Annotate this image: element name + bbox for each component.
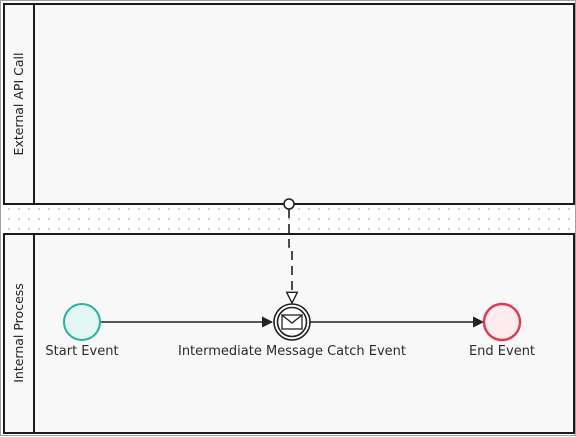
intermediate-event-label: Intermediate Message Catch Event	[178, 344, 406, 359]
end-event[interactable]: End Event	[469, 302, 535, 359]
end-event-label: End Event	[469, 344, 535, 359]
envelope-icon	[281, 314, 303, 330]
start-event-circle[interactable]	[63, 303, 101, 341]
pool-external-label: External API Call	[11, 53, 26, 156]
pool-external-box[interactable]	[3, 3, 575, 205]
start-event-label: Start Event	[45, 344, 118, 359]
intermediate-message-catch-event[interactable]: Intermediate Message Catch Event	[178, 303, 406, 359]
message-flow[interactable]	[283, 198, 295, 303]
pool-external-api-call[interactable]: External API Call	[3, 3, 575, 205]
end-event-circle[interactable]	[482, 302, 522, 342]
message-flow-line[interactable]	[289, 209, 292, 303]
pool-internal-label: Internal Process	[11, 283, 26, 383]
message-flow-source-circle	[283, 198, 295, 210]
start-event[interactable]: Start Event	[45, 303, 119, 359]
